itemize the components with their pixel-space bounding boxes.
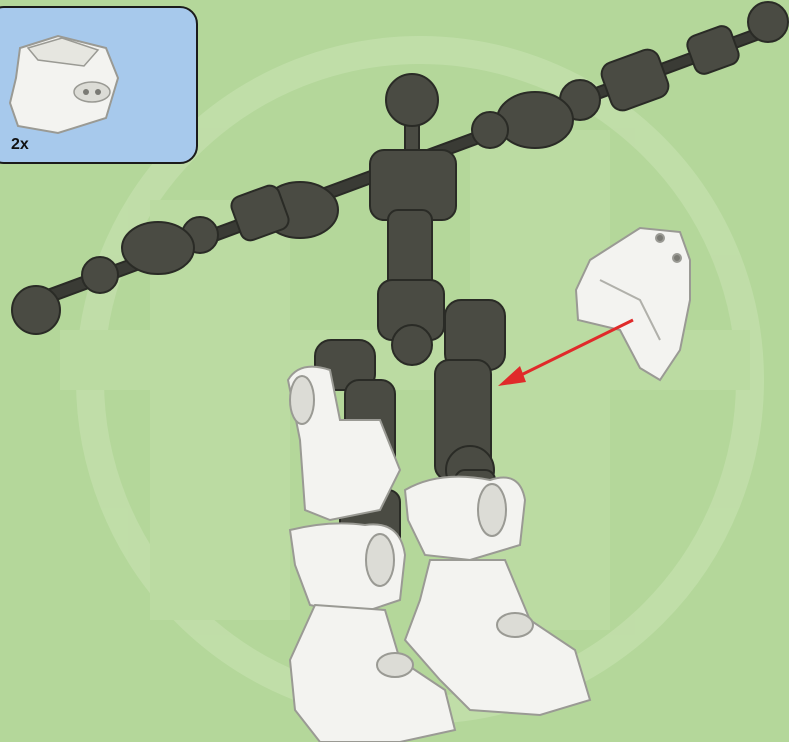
quantity-label: 2x <box>11 136 29 154</box>
armor-part-icon <box>0 8 198 164</box>
parts-callout: 2x <box>0 6 198 164</box>
